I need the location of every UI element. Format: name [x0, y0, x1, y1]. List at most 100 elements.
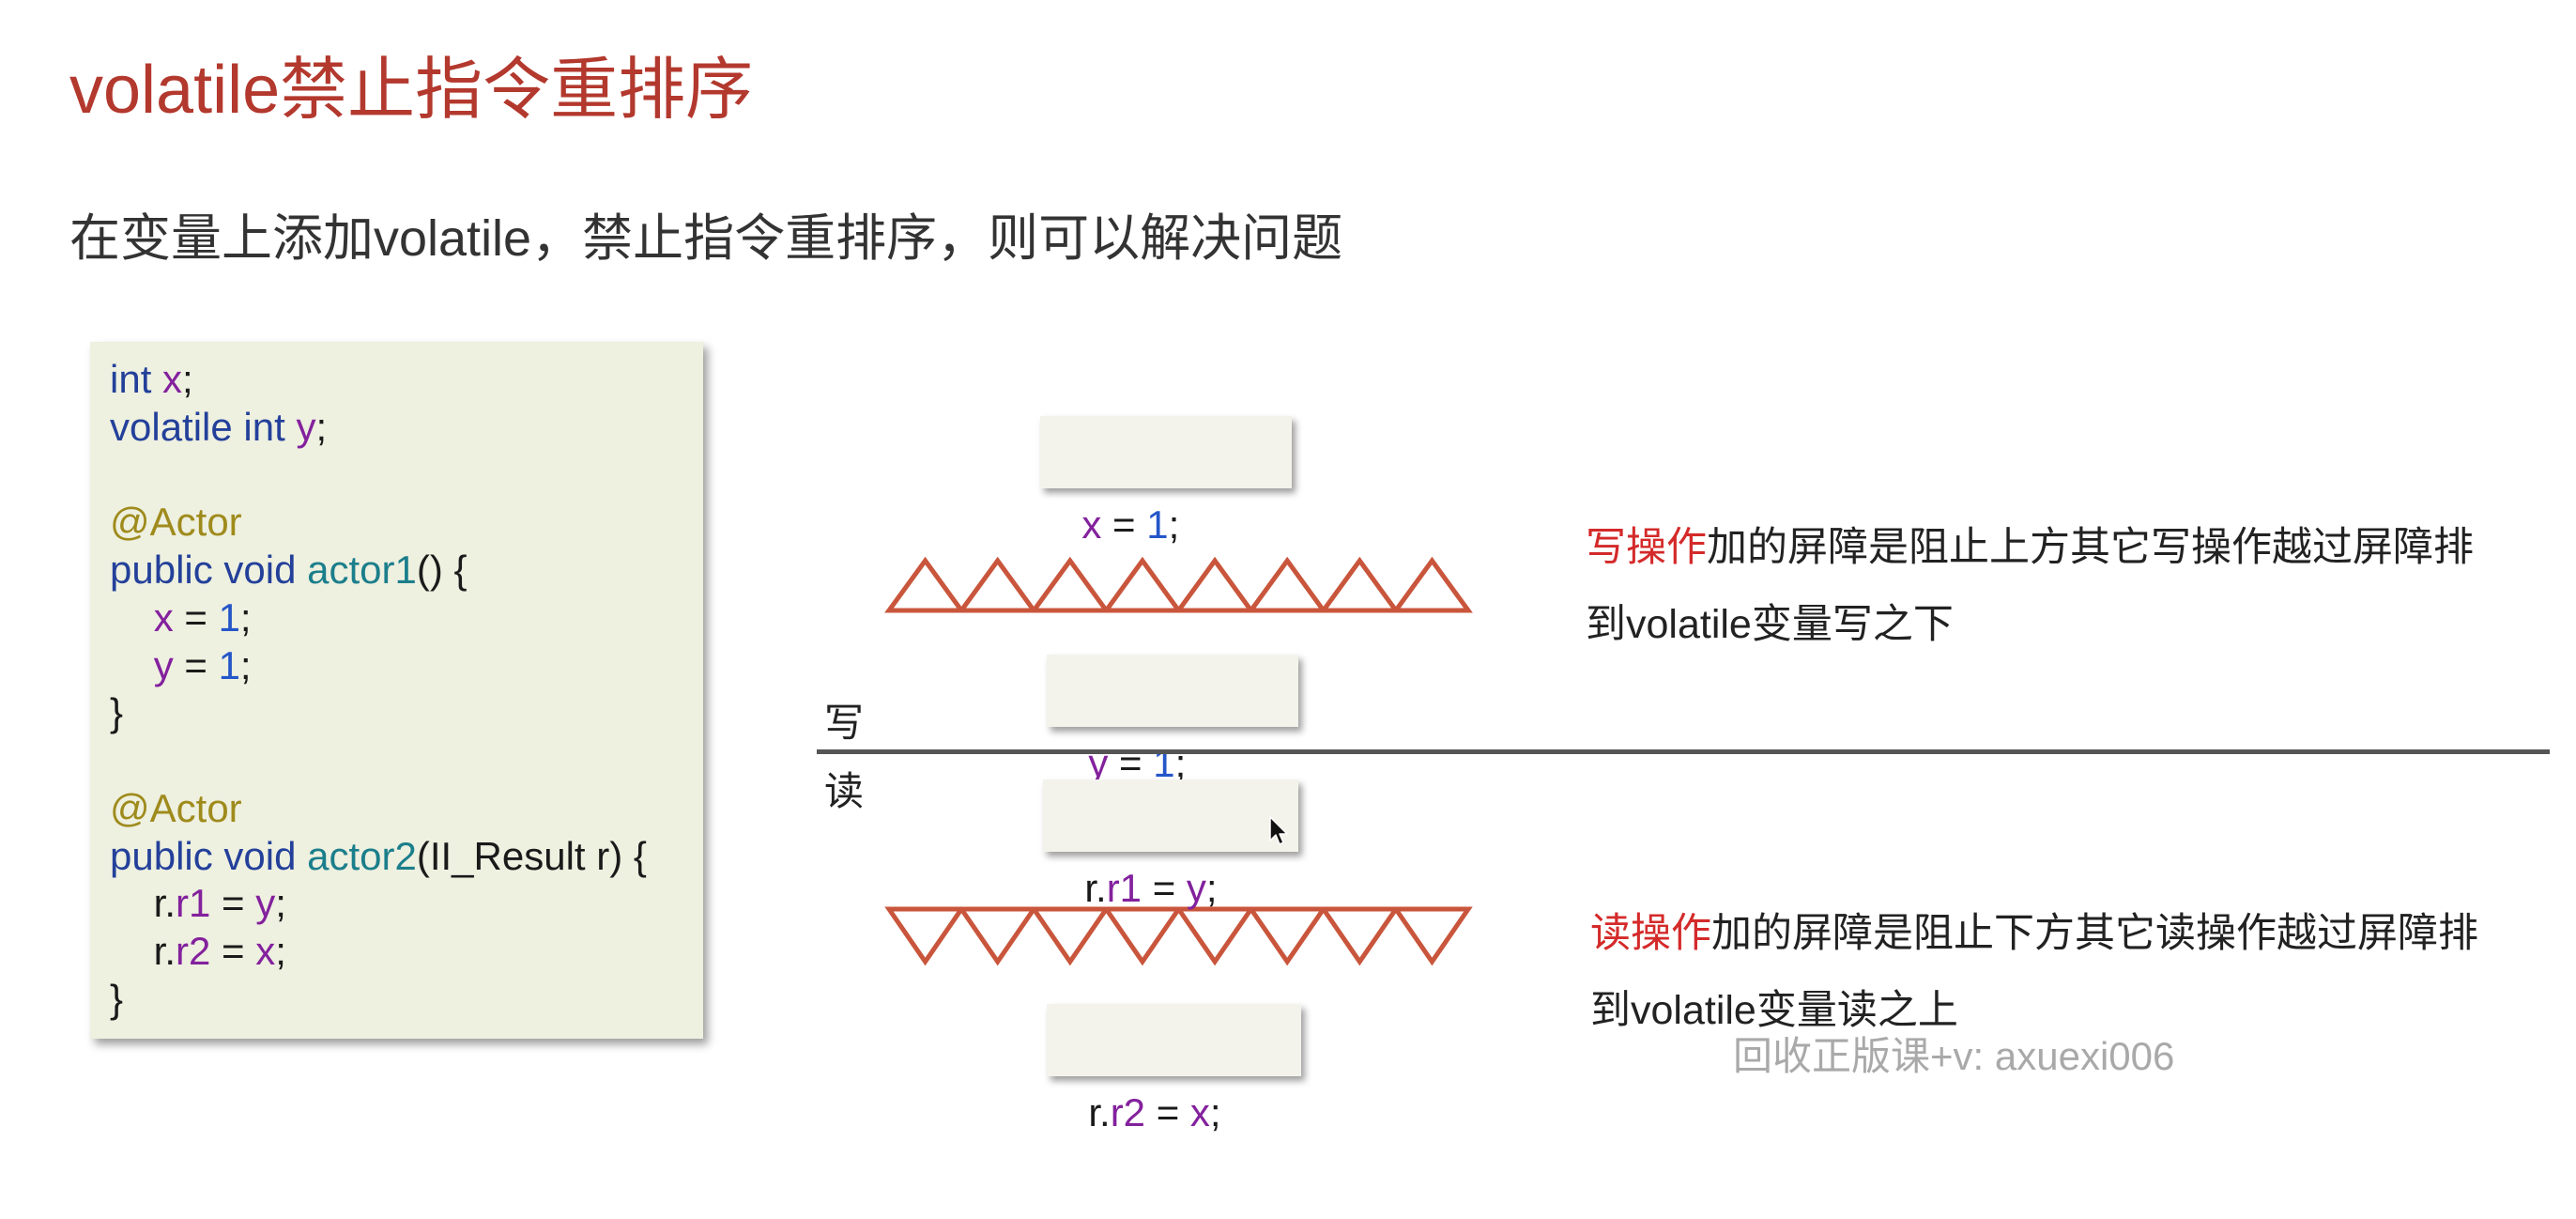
code-token: 1	[218, 594, 240, 640]
note-highlight: 写操作	[1586, 525, 1707, 570]
code-token	[110, 643, 154, 687]
statement-text: x = 1;	[1081, 502, 1179, 547]
code-token: ;	[1205, 866, 1218, 910]
code-token: ;	[1209, 1090, 1221, 1134]
code-token: }	[110, 690, 124, 735]
note-highlight: 读操作	[1590, 911, 1711, 956]
code-token: int	[110, 357, 163, 401]
code-token: y	[296, 404, 316, 449]
barrier-triangle	[957, 556, 1039, 613]
code-token: x	[1189, 1090, 1210, 1134]
statement-text: y = 1;	[1088, 741, 1186, 785]
code-token: @Actor	[110, 785, 242, 830]
code-token: =	[210, 881, 256, 926]
code-token: =	[173, 594, 219, 640]
code-token: actor1	[307, 548, 417, 592]
barrier-triangle	[884, 906, 966, 966]
code-line	[110, 452, 703, 500]
code-token: y	[153, 642, 174, 687]
code-token: 1	[1153, 741, 1175, 785]
barrier-triangle	[1173, 556, 1256, 613]
code-token: volatile int	[110, 404, 297, 449]
code-line: public void actor1() {	[110, 547, 703, 594]
code-line	[110, 737, 703, 785]
code-token: r.	[110, 881, 176, 926]
code-line: y = 1;	[110, 642, 703, 690]
code-token: actor2	[307, 833, 417, 878]
note-line: 到volatile变量写之下	[1586, 602, 1954, 647]
code-token: r2	[176, 929, 211, 973]
code-line: r.r1 = y;	[110, 880, 703, 928]
watermark-text: 回收正版课+v: axuexi006	[1733, 1034, 2175, 1078]
slide-title: volatile禁止指令重排序	[69, 53, 754, 128]
code-token: x	[153, 594, 174, 640]
barrier-triangle	[1391, 906, 1473, 966]
code-token: ;	[275, 881, 286, 926]
statement-box-r2-read: r.r2 = x;	[1047, 1004, 1301, 1134]
code-token: =	[1101, 502, 1147, 547]
code-line: @Actor	[110, 499, 703, 547]
code-token: =	[1108, 741, 1154, 785]
barrier-triangle	[1246, 556, 1328, 613]
code-line: x = 1;	[110, 594, 703, 642]
barrier-triangle	[1029, 556, 1112, 613]
note-line: 到volatile变量读之上	[1590, 988, 1958, 1033]
code-token: 1	[1146, 502, 1169, 547]
code-token	[110, 595, 154, 640]
note-text: 加的屏障是阻止上方其它写操作越过屏障排	[1707, 525, 2474, 570]
code-token: y	[255, 881, 276, 926]
barrier-triangle	[884, 556, 967, 613]
barrier-triangle	[1318, 906, 1401, 966]
note-line: 写操作加的屏障是阻止上方其它写操作越过屏障排	[1586, 509, 2474, 586]
code-token: ;	[315, 404, 328, 449]
code-line: r.r2 = x;	[110, 928, 703, 976]
code-token: x	[255, 929, 276, 973]
statement-box-r1-read: r.r1 = y;	[1043, 779, 1298, 910]
code-token: ;	[239, 594, 252, 640]
note-text: 加的屏障是阻止下方其它读操作越过屏障排	[1711, 911, 2478, 956]
code-line: @Actor	[110, 785, 703, 833]
code-token: 1	[218, 642, 240, 687]
code-token: }	[110, 976, 124, 1021]
read-barrier-note: 读操作加的屏障是阻止下方其它读操作越过屏障排 到volatile变量读之上	[1590, 895, 2478, 1049]
barrier-triangle	[1390, 556, 1473, 613]
code-token: r.	[1084, 866, 1107, 910]
code-token: y	[1088, 741, 1109, 785]
code-token: (II_Result r) {	[416, 833, 647, 878]
statement-box-x-assign: x = 1;	[1040, 416, 1292, 547]
code-token: r.	[1088, 1090, 1111, 1134]
read-side-label: 读	[824, 769, 865, 813]
slide-subtitle: 在变量上添加volatile，禁止指令重排序，则可以解决问题	[69, 210, 1343, 267]
code-token: r.	[110, 929, 176, 973]
code-token: =	[1145, 1090, 1190, 1134]
code-token: r2	[1110, 1090, 1146, 1134]
code-token: x	[1081, 502, 1102, 547]
code-token: ;	[1174, 741, 1187, 785]
code-token: ;	[239, 642, 252, 687]
code-token: public void	[110, 833, 308, 878]
write-barrier	[884, 556, 1473, 613]
code-token: () {	[416, 548, 468, 592]
code-token: @Actor	[110, 500, 242, 545]
barrier-triangle	[1246, 906, 1328, 966]
code-token: =	[173, 642, 219, 687]
mouse-cursor-icon	[1269, 816, 1288, 845]
write-barrier-note: 写操作加的屏障是阻止上方其它写操作越过屏障排 到volatile变量写之下	[1586, 509, 2474, 663]
code-token: r1	[1106, 866, 1142, 910]
barrier-triangle	[1101, 556, 1184, 613]
code-token: public void	[110, 548, 308, 592]
code-token: =	[210, 929, 256, 973]
code-line: int x;	[110, 356, 703, 404]
code-line: }	[110, 689, 703, 737]
code-line: public void actor2(II_Result r) {	[110, 833, 703, 881]
code-line: volatile int y;	[110, 404, 703, 452]
code-token: x	[162, 357, 183, 401]
code-token: r1	[176, 881, 211, 926]
barrier-triangle	[957, 906, 1039, 966]
write-read-divider	[817, 749, 2550, 754]
code-token: ;	[275, 929, 286, 973]
barrier-triangle	[1318, 556, 1401, 613]
statement-text: r.r1 = y;	[1084, 866, 1217, 910]
statement-text: r.r2 = x;	[1088, 1090, 1220, 1134]
